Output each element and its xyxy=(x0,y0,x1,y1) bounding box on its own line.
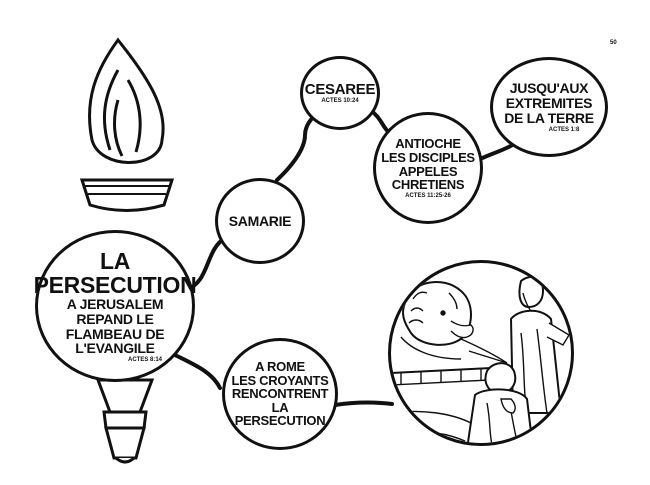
node-samarie: SAMARIE xyxy=(215,178,305,264)
node-jusqu-line3: DE LA TERRE xyxy=(504,109,594,126)
torch-flame-icon xyxy=(88,37,165,164)
node-jusqu-line2: EXTREMITES xyxy=(505,95,593,112)
node-rome-line1: A ROME xyxy=(255,358,305,374)
node-cesaree-label: CESAREE xyxy=(304,80,376,98)
node-antioche-line4: CHRETIENS xyxy=(391,177,465,193)
node-jusqu-line1: JUSQU'AUX xyxy=(509,80,589,97)
node-rome-line2: LES CROYANTS xyxy=(231,372,329,388)
lion-and-believers-illustration xyxy=(391,275,571,443)
node-persecution-title-line1: LA xyxy=(99,247,131,274)
node-cesaree-ref: ACTES 10:24 xyxy=(321,98,359,105)
node-rome: A ROME LES CROYANTS RENCONTRENT LA PERSE… xyxy=(222,338,338,450)
node-persecution-line2: REPAND LE xyxy=(76,310,154,327)
node-rome-line3: RENCONTRENT xyxy=(231,386,329,402)
page-number: 50 xyxy=(610,40,617,46)
node-persecution-line4: L'EVANGILE xyxy=(75,340,155,357)
node-antioche-line2: LES DISCIPLES xyxy=(381,149,475,165)
arena-scene-illustration xyxy=(388,260,574,446)
node-jusqu-ref: ACTES 1:8 xyxy=(548,126,580,133)
route-samarie-cesaree xyxy=(275,110,320,182)
node-persecution-title-line2: PERSECUTION xyxy=(33,272,197,299)
node-rome-line5: PERSECUTION xyxy=(234,413,326,429)
node-persecution-line1: A JERUSALEM xyxy=(66,296,164,313)
torch-handle-icon xyxy=(95,378,155,464)
torch-cup-icon xyxy=(79,178,175,212)
node-persecution: LA PERSECUTION A JERUSALEM REPAND LE FLA… xyxy=(33,230,197,382)
node-persecution-line3: FLAMBEAU DE xyxy=(65,325,165,342)
node-antioche-ref: ACTES 11:25-26 xyxy=(405,192,451,199)
route-antioche-jusqu xyxy=(476,142,516,162)
node-jusqu: JUSQU'AUX EXTREMITES DE LA TERRE ACTES 1… xyxy=(490,57,608,157)
node-antioche: ANTIOCHE LES DISCIPLES APPELES CHRETIENS… xyxy=(373,112,483,224)
node-antioche-line3: APPELES xyxy=(398,163,458,179)
node-samarie-label: SAMARIE xyxy=(228,212,292,229)
node-rome-line4: LA xyxy=(271,399,289,415)
route-rome-scene xyxy=(333,400,394,407)
node-antioche-line1: ANTIOCHE xyxy=(395,136,461,152)
node-persecution-ref: ACTES 8:14 xyxy=(127,357,162,364)
node-cesaree: CESAREE ACTES 10:24 xyxy=(300,56,380,130)
route-main-rome xyxy=(173,353,222,390)
